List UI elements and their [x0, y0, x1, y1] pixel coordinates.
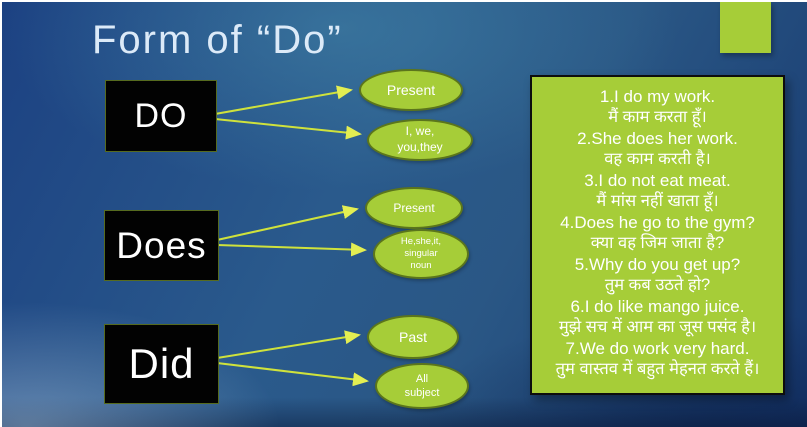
verb-box-did: Did: [104, 324, 219, 404]
example-line: मैं मांस नहीं खाता हूँ।: [596, 192, 719, 210]
example-line: 3.I do not eat meat.: [584, 171, 731, 190]
ellipse-does-tense: Present: [365, 187, 463, 229]
ellipse-did-subjects: All subject: [375, 363, 469, 409]
verb-box-do-label: DO: [134, 96, 188, 135]
ellipse-does-subjects: He,she,it, singular noun: [373, 229, 469, 279]
ellipse-did-tense: Past: [367, 315, 459, 359]
decorative-green-rectangle: [720, 2, 771, 53]
example-line: 7.We do work very hard.: [565, 339, 750, 358]
verb-box-did-label: Did: [128, 340, 195, 387]
example-line: तुम वास्तव में बहुत मेहनत करते हैं।: [555, 360, 760, 378]
example-line: क्या वह जिम जाता है?: [590, 234, 725, 252]
example-line: 5.Why do you get up?: [574, 255, 741, 274]
example-line: 2.She does her work.: [577, 129, 738, 148]
example-line: मैं काम करता हूँ।: [608, 108, 707, 126]
examples-panel: 1.I do my work. मैं काम करता हूँ। 2.She …: [530, 75, 785, 395]
slide-title: Form of “Do”: [92, 18, 343, 62]
example-line: 4.Does he go to the gym?: [560, 213, 755, 232]
example-line: तुम कब उठते हो?: [604, 276, 711, 294]
verb-box-does-label: Does: [116, 224, 207, 266]
verb-box-do: DO: [105, 80, 217, 152]
ellipse-do-tense: Present: [359, 69, 463, 111]
verb-box-does: Does: [104, 210, 219, 281]
example-line: 6.I do like mango juice.: [570, 297, 745, 316]
example-line: 1.I do my work.: [599, 87, 716, 106]
example-line: मुझे सच में आम का जूस पसंद है।: [558, 318, 757, 336]
example-line: वह काम करती है।: [604, 150, 711, 168]
ellipse-do-subjects: I, we, you,they: [367, 119, 473, 161]
